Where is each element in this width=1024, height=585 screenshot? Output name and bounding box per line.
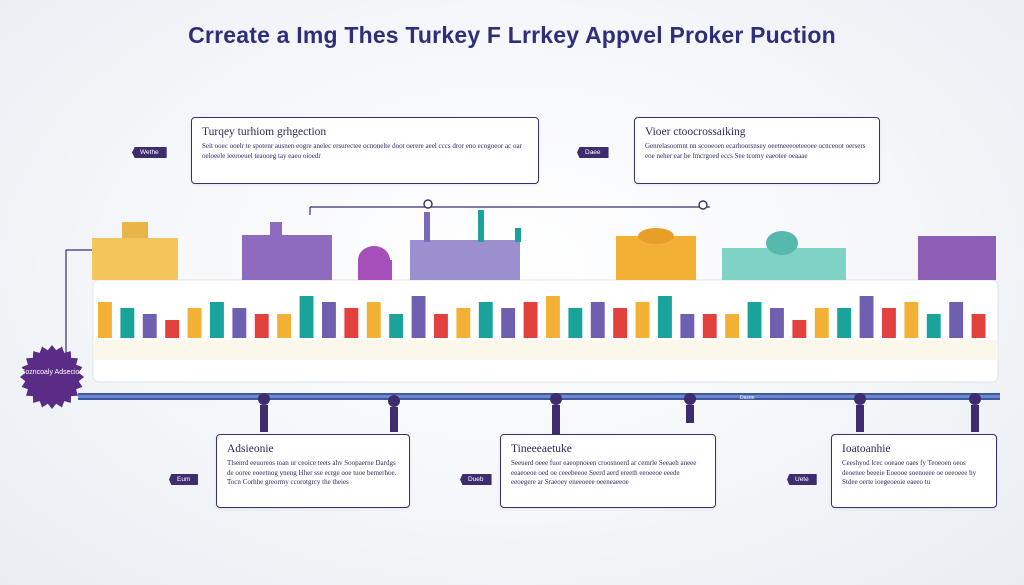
bar-1-3 [277, 314, 292, 338]
bottom-card-2-tag: Dueb [460, 474, 492, 485]
bar-4-3 [344, 308, 359, 338]
bar-4-1 [165, 320, 180, 338]
building-1-tower [122, 222, 148, 238]
bar-4-5 [523, 302, 538, 338]
top-connector-node-2 [698, 200, 708, 210]
chart-bars [98, 296, 986, 338]
bar-1-9 [814, 308, 829, 338]
building-1 [92, 238, 178, 280]
top-card-2: Vioer ctoocrossaiking Genrelasoomnt nn s… [634, 117, 880, 184]
bar-1-5 [456, 308, 471, 338]
bar-2-7 [658, 296, 672, 338]
bottom-card-3-tag: Uete [787, 474, 817, 485]
bar-2-1 [120, 308, 135, 338]
skyline-group [92, 210, 996, 280]
building-2-tower [270, 222, 282, 236]
timeline-label: Dasoe [740, 395, 755, 401]
bottom-card-3-text: Ceeshyod lcec ooeaoe oaes fy Teoeoen oeo… [842, 459, 977, 486]
bar-2-9 [837, 308, 852, 338]
bar-2-3 [299, 296, 314, 338]
top-card-1-title: Turqey turhiom grhgection [202, 126, 327, 138]
bar-2-4 [389, 314, 404, 338]
building-4 [410, 240, 520, 280]
bar-4-6 [613, 308, 628, 338]
building-5-dome [638, 228, 674, 244]
minaret-3 [515, 228, 521, 242]
bottom-card-3: Ioatoanhie Ceeshyod lcec ooeaoe oaes fy … [831, 434, 997, 508]
bar-3-5 [501, 308, 516, 338]
top-card-1: Turqey turhiom grhgection Seit ooec ooel… [191, 117, 539, 184]
top-card-1-text: Seit ooec ooelr te spotenr ausnen eogre … [202, 142, 522, 160]
top-card-2-text: Genrelasoomnt nn scooeoen ecarhoorsnsey … [645, 142, 866, 160]
bar-1-6 [546, 296, 560, 338]
timeline-pin-2 [388, 395, 400, 432]
bottom-card-1-title: Adsieonie [227, 443, 274, 455]
bar-4-7 [702, 314, 717, 338]
minaret-2 [478, 210, 484, 242]
timeline-pin-1 [258, 393, 270, 432]
bar-1-10 [904, 302, 919, 338]
bottom-card-2: Tineeeaetuke Seeuerd oeee fuor eaeopnoee… [500, 434, 716, 508]
bottom-card-1-text: Tlsenrd eeuoreos toan ur ceoice teets ah… [227, 459, 397, 486]
bar-2-6 [568, 308, 583, 338]
bar-3-8 [770, 308, 784, 338]
timeline-pin-4 [684, 393, 696, 423]
bottom-card-1: Adsieonie Tlsenrd eeuoreos toan ur ceoic… [216, 434, 410, 508]
timeline-pin-3 [550, 393, 562, 434]
chart-accent-strip [93, 340, 998, 360]
bar-4-4 [434, 314, 448, 338]
building-3 [358, 260, 392, 280]
bottom-card-2-text: Seeuerd oeee fuor eaeopnoeen croosnoerd … [511, 459, 697, 486]
bar-2-5 [478, 302, 493, 338]
bar-4-2 [254, 314, 269, 338]
bar-2-8 [747, 302, 762, 338]
top-card-1-tag: Wethe [132, 147, 167, 158]
page-title: Crreate a Img Thes Turkey F Lrrkey Appve… [188, 22, 836, 48]
bar-1-2 [187, 308, 202, 338]
bar-3-4 [411, 296, 426, 338]
timeline-band-inner [78, 395, 1000, 398]
top-card-2-tag: Daee [577, 147, 609, 158]
timeline-pin-6 [969, 393, 981, 432]
timeline-pin-5 [854, 393, 866, 432]
building-2 [242, 235, 332, 280]
bar-4-10 [971, 314, 986, 338]
bar-1-7 [635, 302, 650, 338]
badge-label: Sozncoaly Adsecion [20, 369, 84, 376]
bottom-card-2-title: Tineeeaetuke [511, 443, 572, 455]
bar-1-1 [98, 302, 112, 338]
building-6-dome [766, 231, 798, 255]
bar-3-10 [949, 302, 964, 338]
top-card-2-title: Vioer ctoocrossaiking [645, 126, 746, 138]
building-7 [918, 236, 996, 280]
bar-2-10 [926, 314, 941, 338]
bar-3-6 [590, 302, 605, 338]
bar-4-9 [882, 308, 896, 338]
bottom-card-1-tag: Eum [169, 474, 199, 485]
bar-1-4 [366, 302, 381, 338]
bar-3-2 [232, 308, 247, 338]
bar-3-3 [322, 302, 336, 338]
badge-starburst [20, 345, 84, 409]
bottom-card-3-title: Ioatoanhie [842, 443, 891, 455]
top-connector-node-1 [423, 199, 433, 209]
bar-3-1 [142, 314, 157, 338]
bar-3-9 [859, 296, 874, 338]
bar-4-8 [792, 320, 807, 338]
bar-3-7 [680, 314, 695, 338]
bar-2-2 [210, 302, 224, 338]
minaret-1 [424, 212, 430, 242]
bar-1-8 [725, 314, 740, 338]
